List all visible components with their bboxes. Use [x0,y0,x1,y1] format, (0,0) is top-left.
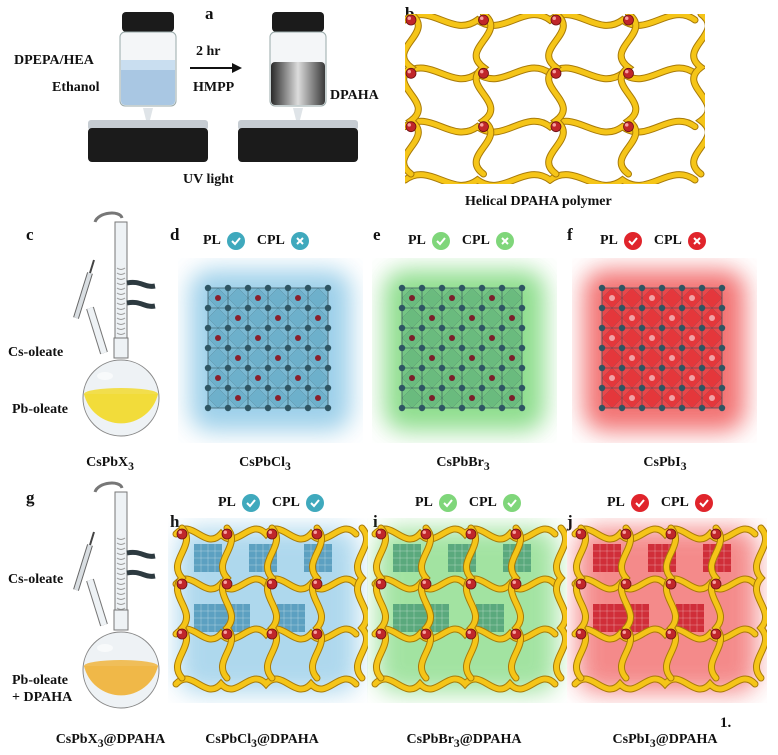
legend-pl: PL [408,233,426,248]
check-icon [694,494,713,512]
legend-pl: PL [607,495,625,510]
caption-cspbcl3: CsPbCl3 [239,455,291,473]
caption-cspbx3: CsPbX3 [86,455,134,473]
legend-h: PL CPL [218,494,324,512]
syringe-icon [73,259,95,319]
panel-label-a: a [205,4,214,23]
polymer-nodes [575,528,722,640]
polymer-strands [172,524,368,693]
nanocrystal-blocks [393,544,531,632]
legend-f: PL CPL [600,232,706,250]
caption-cspbi3: CsPbI3 [643,455,687,473]
panel-label-j: j [567,512,573,531]
arrow-icon [190,62,242,74]
uv-lamp-icon [238,108,358,163]
panel-label-g: g [26,488,35,507]
composite-network-i [567,518,767,703]
legend-pl: PL [218,495,236,510]
lattice [598,284,726,412]
perovskite-crystal-i [572,258,757,443]
legend-cpl: CPL [468,495,497,510]
text-dpepa-hea: DPEPA/HEA [14,53,94,68]
legend-j: PL CPL [607,494,713,512]
nanocrystal-blocks [593,544,731,632]
text-cs-oleate: Cs-oleate [8,345,64,360]
legend-cpl: CPL [271,495,300,510]
check-icon [623,232,642,250]
polymer-nodes [176,528,323,640]
check-icon [305,494,324,512]
text-hmpp: HMPP [193,80,235,95]
legend-d: PL CPL [203,232,309,250]
legend-pl: PL [203,233,221,248]
caption-cspbx3-dpaha: CsPbX3@DPAHA [55,732,166,750]
text-cs-oleate: Cs-oleate [8,572,64,587]
panel-label-f: f [567,225,573,244]
cross-icon [290,232,309,250]
panel-label-h: h [170,512,180,531]
vial-icon [118,12,178,112]
legend-i: PL CPL [415,494,521,512]
legend-e: PL CPL [408,232,514,250]
check-icon [630,494,649,512]
text-plus-dpaha: + DPAHA [12,690,73,705]
legend-pl: PL [600,233,618,248]
flask-icon [60,478,170,710]
vial-icon [268,12,328,112]
perovskite-crystal-br [372,258,557,443]
panel-label-e: e [373,225,381,244]
syringe-icon [73,531,95,591]
caption-helical-dpaha-polymer: Helical DPAHA polymer [465,194,612,209]
panel-label-i: i [373,512,378,531]
text-dpaha: DPAHA [330,88,379,103]
legend-cpl: CPL [461,233,490,248]
caption-uv-light: UV light [183,172,234,187]
flask-icon [60,208,170,438]
caption-cspbbr3-dpaha: CsPbBr3@DPAHA [406,732,522,750]
legend-pl: PL [415,495,433,510]
check-icon [431,232,450,250]
caption-cspbi3-dpaha: CsPbI3@DPAHA [612,732,718,750]
legend-cpl: CPL [256,233,285,248]
polymer-nodes [405,14,634,133]
polymer-strands [405,14,705,184]
check-icon [502,494,521,512]
flask-apparatus [82,481,160,709]
flask-apparatus [82,211,160,437]
lattice [398,284,526,412]
cross-icon [687,232,706,250]
check-icon [438,494,457,512]
composite-network-br [367,518,567,703]
footer-label: 1. [720,715,732,731]
helical-polymer-network [405,14,705,184]
panel-label-c: c [26,225,34,244]
perovskite-crystal-cl [178,258,363,443]
check-icon [241,494,260,512]
composite-network-cl [168,518,368,703]
text-2hr: 2 hr [196,44,221,59]
cross-icon [495,232,514,250]
text-pb-oleate: Pb-oleate [12,673,68,688]
caption-cspbbr3: CsPbBr3 [436,455,490,473]
polymer-nodes [375,528,522,640]
legend-cpl: CPL [660,495,689,510]
polymer-strands [571,524,767,693]
text-ethanol: Ethanol [52,80,100,95]
uv-lamp-icon [88,108,208,163]
check-icon [226,232,245,250]
panel-label-d: d [170,225,180,244]
legend-cpl: CPL [653,233,682,248]
text-pb-oleate: Pb-oleate [12,402,68,417]
lattice [204,284,332,412]
polymer-strands [371,524,567,693]
caption-cspbcl3-dpaha: CsPbCl3@DPAHA [205,732,319,750]
